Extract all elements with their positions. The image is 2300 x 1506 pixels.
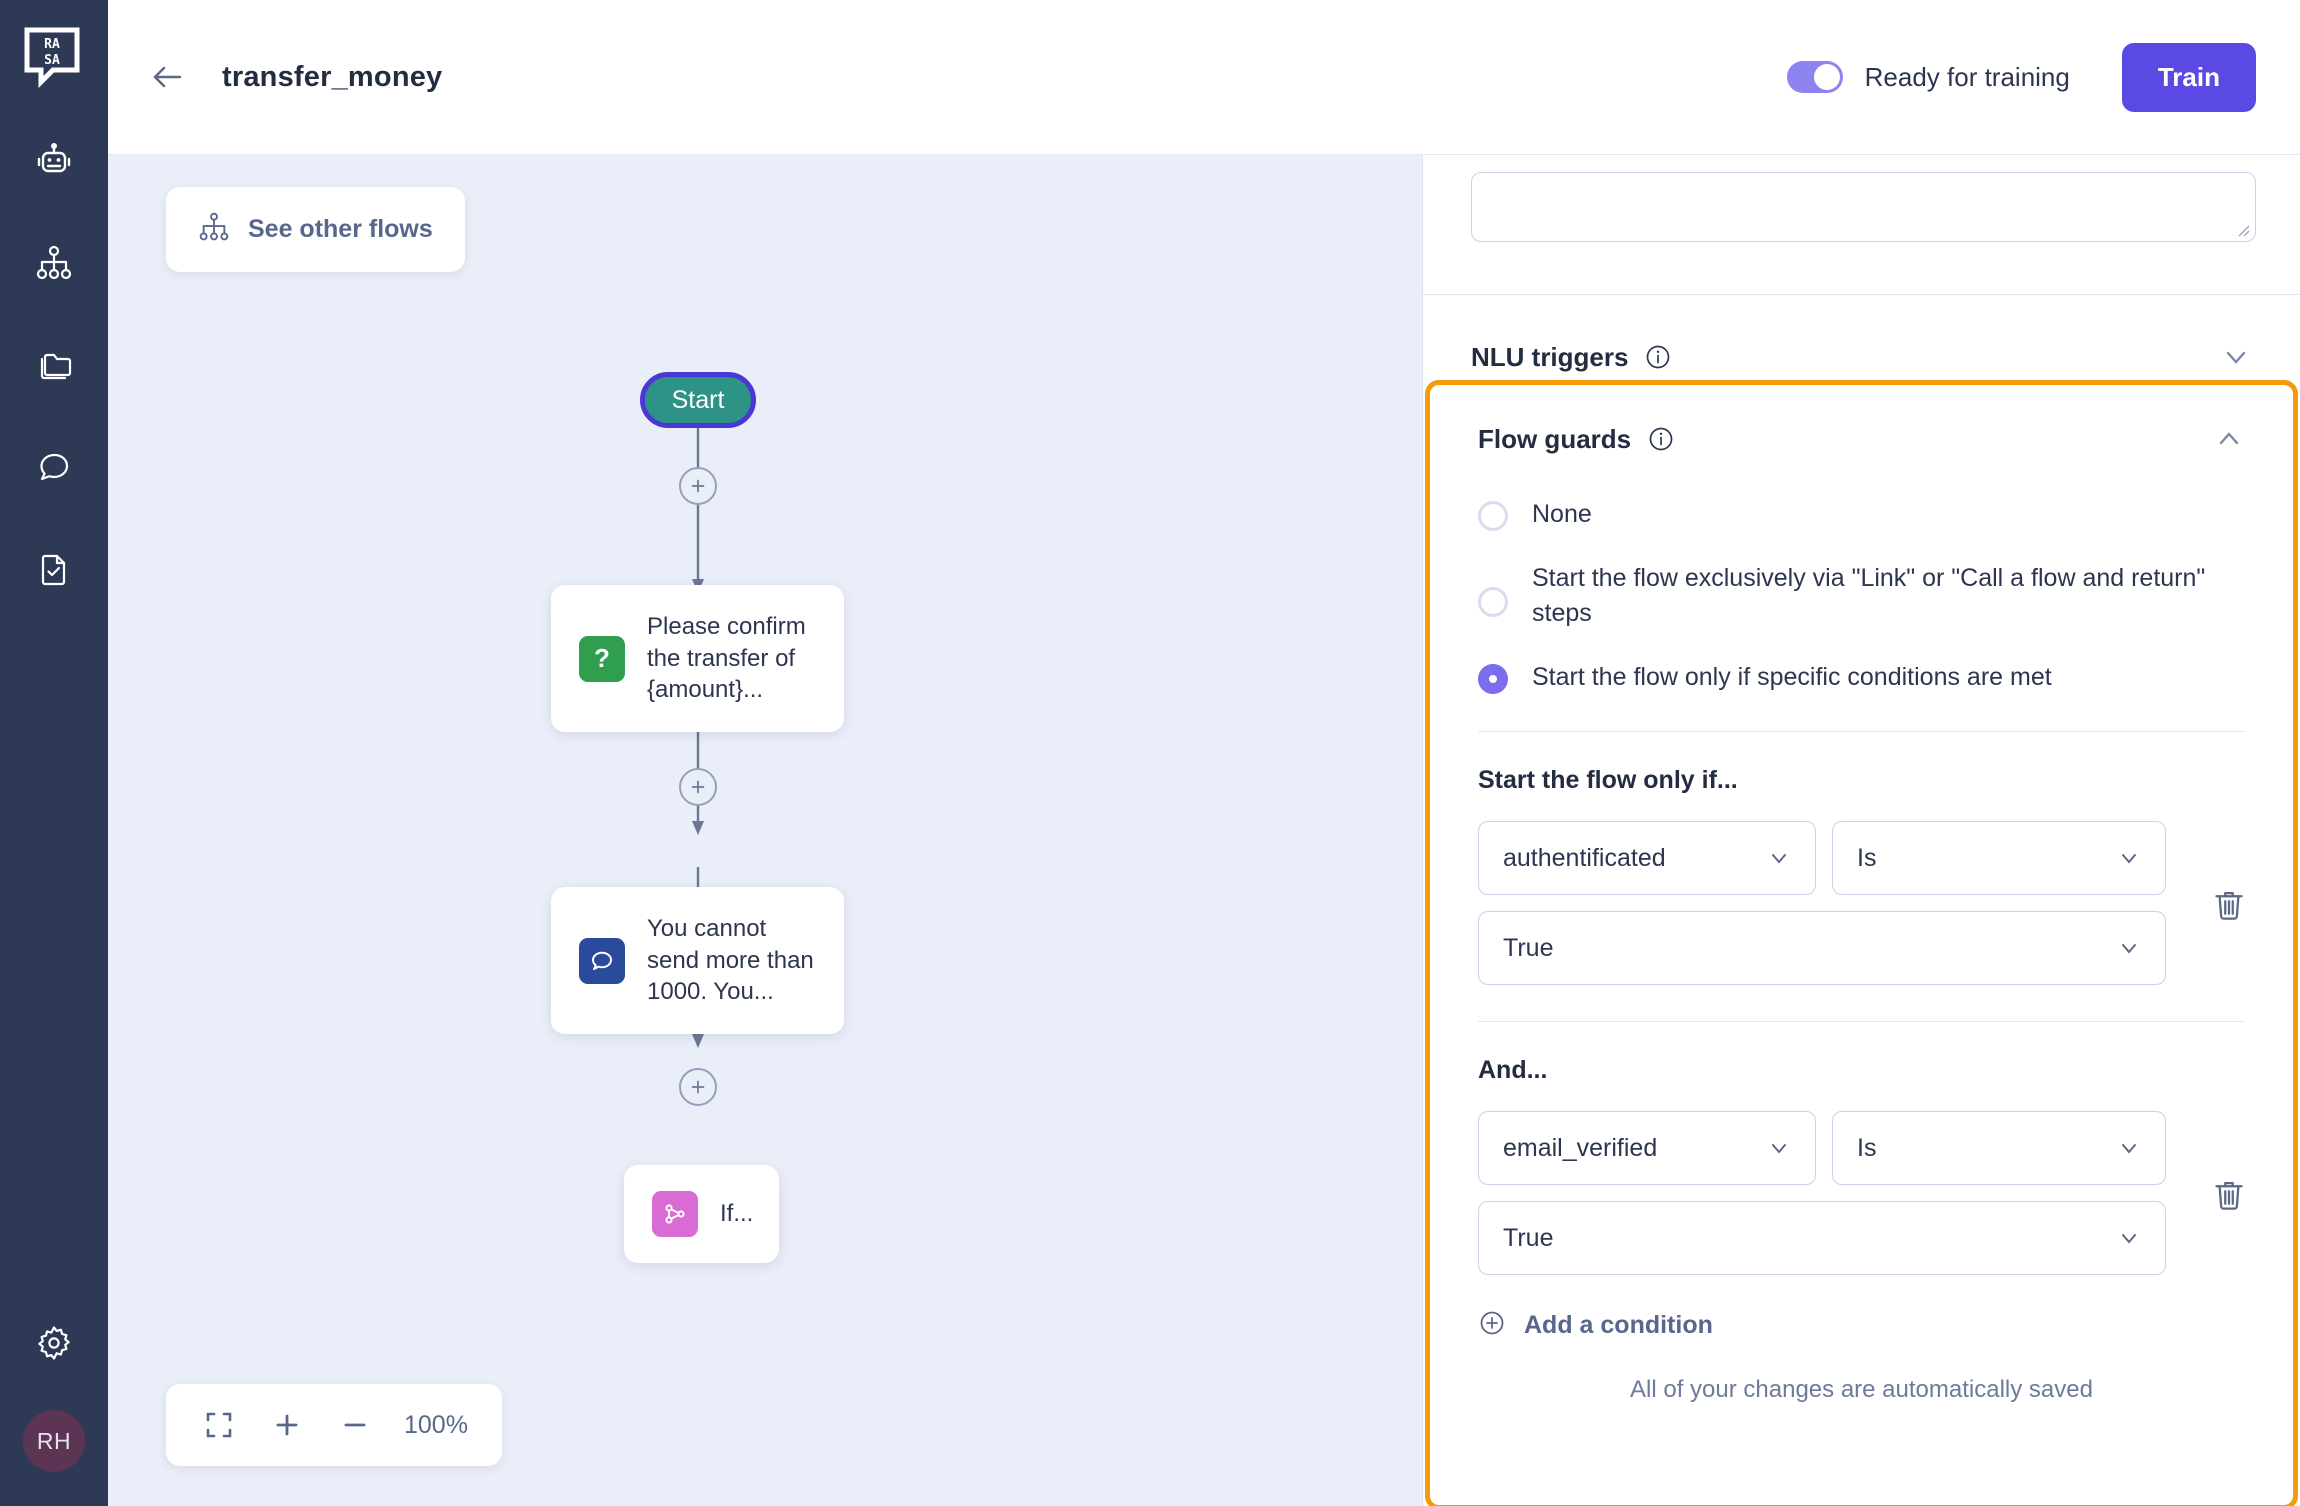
panel-divider (1423, 294, 2300, 295)
condition-row: email_verified Is (1430, 1111, 2293, 1275)
flow-node-label: If... (720, 1200, 754, 1228)
toggle-label: Ready for training (1864, 61, 2070, 92)
chevron-down-icon[interactable] (2220, 341, 2252, 373)
page-title: transfer_money (222, 60, 443, 93)
info-icon[interactable] (1647, 425, 1675, 453)
condition-slot-select[interactable]: authentificated (1478, 821, 1816, 895)
zoom-controls: 100% (166, 1384, 502, 1466)
flow-node-branch[interactable]: If... (624, 1165, 779, 1263)
condition-value-select[interactable]: True (1478, 911, 2166, 985)
flow-graph: Start ? Please confirm the transfer of {… (108, 155, 1422, 1506)
select-value: Is (1857, 843, 1877, 872)
fit-screen-icon[interactable] (200, 1406, 238, 1444)
resize-grip-icon[interactable] (2234, 221, 2250, 237)
select-value: True (1503, 933, 1554, 962)
condition-slot-select[interactable]: email_verified (1478, 1111, 1816, 1185)
chevron-down-icon (2097, 1136, 2141, 1160)
plus-circle-icon (1478, 1309, 1506, 1342)
question-icon: ? (579, 635, 625, 682)
select-value: True (1503, 1223, 1554, 1252)
chevron-down-icon (2097, 846, 2141, 870)
add-step-button[interactable] (679, 768, 717, 806)
condition-row: authentificated Is (1430, 821, 2293, 985)
flow-node-label: Please confirm the transfer of {amount}.… (647, 613, 806, 704)
flows-hierarchy-icon[interactable] (27, 236, 81, 290)
chat-bubble-icon[interactable] (27, 440, 81, 494)
flow-node-collect[interactable]: ? Please confirm the transfer of {amount… (551, 585, 844, 733)
toggle-switch[interactable] (1786, 61, 1843, 93)
trash-icon[interactable] (2209, 1175, 2253, 1219)
add-condition-label: Add a condition (1524, 1311, 1713, 1339)
folder-icon[interactable] (27, 338, 81, 392)
select-value: email_verified (1503, 1133, 1658, 1162)
svg-text:RA: RA (44, 37, 60, 52)
gear-icon[interactable] (27, 1316, 81, 1370)
bot-icon[interactable] (27, 134, 81, 188)
flow-node-message[interactable]: You cannot send more than 1000. You... (551, 887, 844, 1035)
section-header-nlu-triggers[interactable]: NLU triggers (1423, 295, 2300, 373)
chevron-down-icon (2097, 936, 2141, 960)
condition-group-title: Start the flow only if... (1478, 766, 1738, 794)
flows-hierarchy-icon (198, 211, 230, 248)
section-title: Flow guards (1478, 423, 1632, 454)
train-button[interactable]: Train (2121, 42, 2256, 112)
section-rule (1478, 731, 2245, 732)
description-textarea[interactable] (1471, 172, 2256, 242)
chevron-down-icon (2097, 1226, 2141, 1250)
radio-label: Start the flow only if specific conditio… (1532, 662, 2052, 691)
trash-icon[interactable] (2209, 885, 2253, 929)
zoom-level: 100% (404, 1410, 468, 1439)
flow-node-start[interactable]: Start (640, 372, 756, 428)
condition-operator-select[interactable]: Is (1832, 821, 2166, 895)
zoom-out-button[interactable] (336, 1406, 374, 1444)
radio-label: Start the flow exclusively via "Link" or… (1532, 563, 2206, 628)
select-value: Is (1857, 1133, 1877, 1162)
select-value: authentificated (1503, 843, 1666, 872)
flow-canvas[interactable]: See other flows Start (108, 155, 1422, 1506)
radio-indicator[interactable] (1478, 663, 1508, 694)
condition-operator-select[interactable]: Is (1832, 1111, 2166, 1185)
see-other-flows-label: See other flows (248, 215, 433, 243)
radio-option-conditions[interactable]: Start the flow only if specific conditio… (1430, 660, 2293, 696)
chevron-down-icon (1747, 846, 1791, 870)
top-bar-actions: Ready for training Train (1786, 42, 2256, 112)
add-step-button[interactable] (679, 467, 717, 505)
ready-for-training-toggle[interactable]: Ready for training (1786, 61, 2070, 93)
section-title: NLU triggers (1471, 341, 1629, 372)
avatar[interactable]: RH (23, 1410, 85, 1472)
section-rule (1478, 1021, 2245, 1022)
radio-option-none[interactable]: None (1430, 497, 2293, 533)
flow-connectors (692, 420, 704, 1048)
radio-indicator[interactable] (1478, 501, 1508, 531)
stage: transfer_money Ready for training Train (108, 0, 2300, 1506)
properties-panel: NLU triggers Flow guards (1422, 155, 2300, 1506)
zoom-in-button[interactable] (268, 1406, 306, 1444)
radio-indicator[interactable] (1478, 586, 1508, 617)
branch-icon (652, 1191, 698, 1237)
see-other-flows-button[interactable]: See other flows (166, 187, 465, 272)
add-step-button[interactable] (679, 1068, 717, 1106)
radio-option-link-only[interactable]: Start the flow exclusively via "Link" or… (1430, 561, 2293, 632)
flow-node-label: You cannot send more than 1000. You... (647, 915, 814, 1006)
rail-bottom-group: RH (0, 1316, 108, 1472)
condition-group-title: And... (1478, 1056, 1548, 1084)
info-icon[interactable] (1644, 343, 1672, 371)
section-header-flow-guards[interactable]: Flow guards (1430, 385, 2293, 455)
rasa-logo[interactable]: RA SA (23, 26, 85, 89)
chevron-up-icon[interactable] (2213, 423, 2245, 455)
chevron-down-icon (1747, 1136, 1791, 1160)
svg-text:SA: SA (44, 53, 60, 68)
flow-guards-section: Flow guards None Start (1425, 380, 2298, 1506)
back-arrow-icon[interactable] (140, 50, 194, 104)
top-bar: transfer_money Ready for training Train (108, 0, 2300, 155)
document-check-icon[interactable] (27, 542, 81, 596)
chat-bubble-icon (579, 937, 625, 984)
autosave-status: All of your changes are automatically sa… (1630, 1376, 2093, 1403)
condition-value-select[interactable]: True (1478, 1201, 2166, 1275)
radio-label: None (1532, 500, 1592, 528)
add-condition-button[interactable]: Add a condition (1430, 1309, 2293, 1342)
left-nav-rail: RA SA (0, 0, 108, 1506)
rail-icon-list (27, 134, 81, 596)
